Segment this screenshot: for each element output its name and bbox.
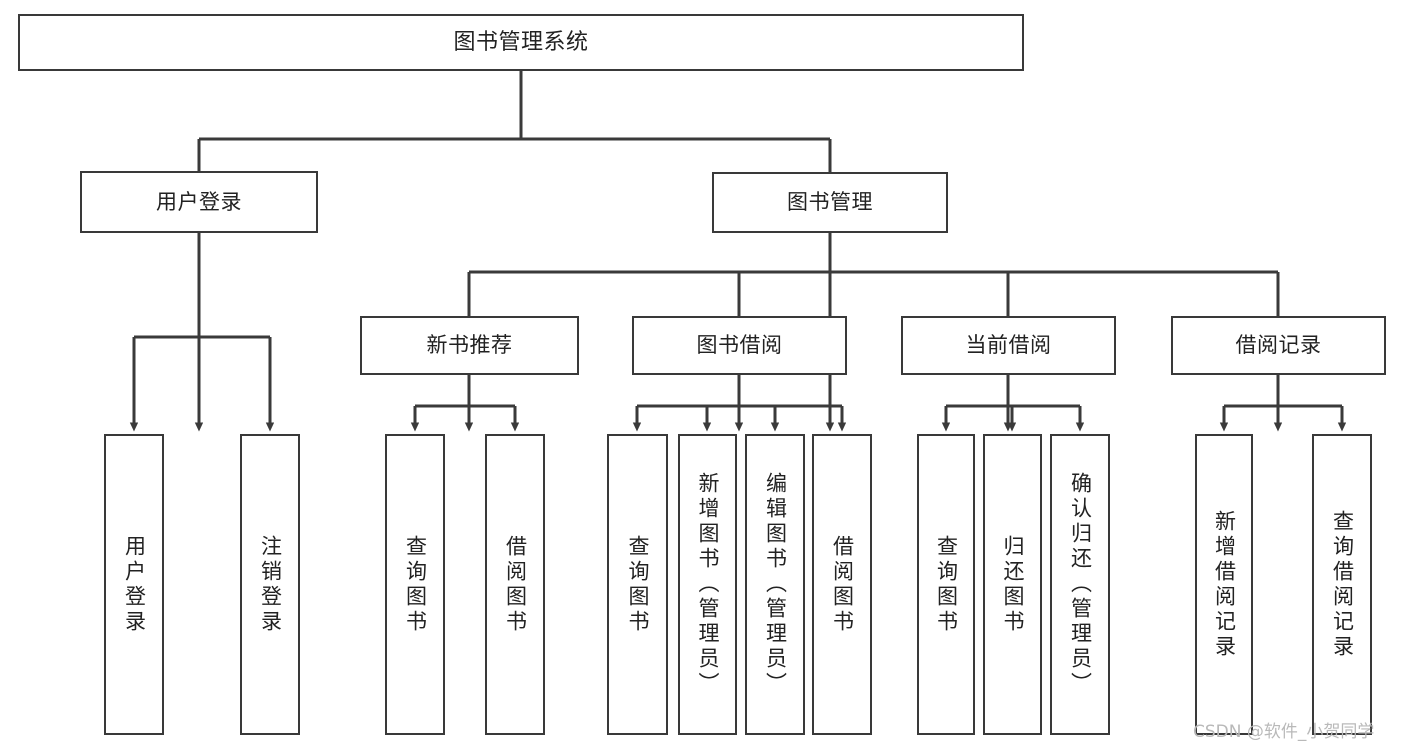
node-label: 用户登录 [122, 534, 147, 635]
node-leaf-edit-book[interactable]: 编辑图书（管理员） [745, 434, 805, 735]
node-leaf-query-record[interactable]: 查询借阅记录 [1312, 434, 1372, 735]
node-label: 新增图书（管理员） [696, 472, 720, 697]
node-label: 编辑图书（管理员） [763, 472, 788, 697]
node-leaf-return-book[interactable]: 归还图书 [983, 434, 1042, 735]
connector-group [129, 71, 1347, 432]
node-label: 查询图书 [626, 534, 650, 635]
node-leaf-logout[interactable]: 注销登录 [240, 434, 300, 735]
node-root[interactable]: 图书管理系统 [18, 14, 1024, 71]
node-current-borrow[interactable]: 当前借阅 [901, 316, 1116, 375]
node-leaf-borrow-book-2[interactable]: 借阅图书 [812, 434, 872, 735]
node-leaf-query-book-1[interactable]: 查询图书 [385, 434, 445, 735]
node-label: 查询图书 [403, 534, 428, 635]
node-leaf-add-book[interactable]: 新增图书（管理员） [678, 434, 737, 735]
node-label: 图书管理 [787, 190, 873, 215]
node-book-borrow[interactable]: 图书借阅 [632, 316, 847, 375]
node-label: 图书借阅 [696, 333, 783, 358]
node-borrow-record[interactable]: 借阅记录 [1171, 316, 1386, 375]
node-label: 图书管理系统 [453, 29, 589, 55]
node-label: 当前借阅 [965, 333, 1052, 358]
node-label: 查询借阅记录 [1330, 509, 1355, 660]
node-user-login[interactable]: 用户登录 [80, 171, 318, 233]
node-leaf-confirm-return[interactable]: 确认归还（管理员） [1050, 434, 1110, 735]
node-label: 新书推荐 [426, 333, 513, 358]
node-leaf-user-login[interactable]: 用户登录 [104, 434, 164, 735]
node-leaf-borrow-book-1[interactable]: 借阅图书 [485, 434, 545, 735]
node-label: 借阅图书 [830, 534, 855, 635]
node-label: 注销登录 [258, 534, 283, 635]
node-label: 用户登录 [156, 189, 242, 214]
node-leaf-query-book-3[interactable]: 查询图书 [917, 434, 975, 735]
node-leaf-add-record[interactable]: 新增借阅记录 [1195, 434, 1253, 735]
node-label: 新增借阅记录 [1212, 509, 1237, 660]
node-label: 归还图书 [1001, 534, 1025, 635]
node-new-book-recommend[interactable]: 新书推荐 [360, 316, 579, 375]
node-book-manage[interactable]: 图书管理 [712, 172, 948, 233]
node-label: 查询图书 [934, 534, 959, 635]
node-label: 确认归还（管理员） [1068, 472, 1093, 697]
node-leaf-query-book-2[interactable]: 查询图书 [607, 434, 668, 735]
node-label: 借阅图书 [503, 534, 528, 635]
node-label: 借阅记录 [1235, 333, 1322, 358]
